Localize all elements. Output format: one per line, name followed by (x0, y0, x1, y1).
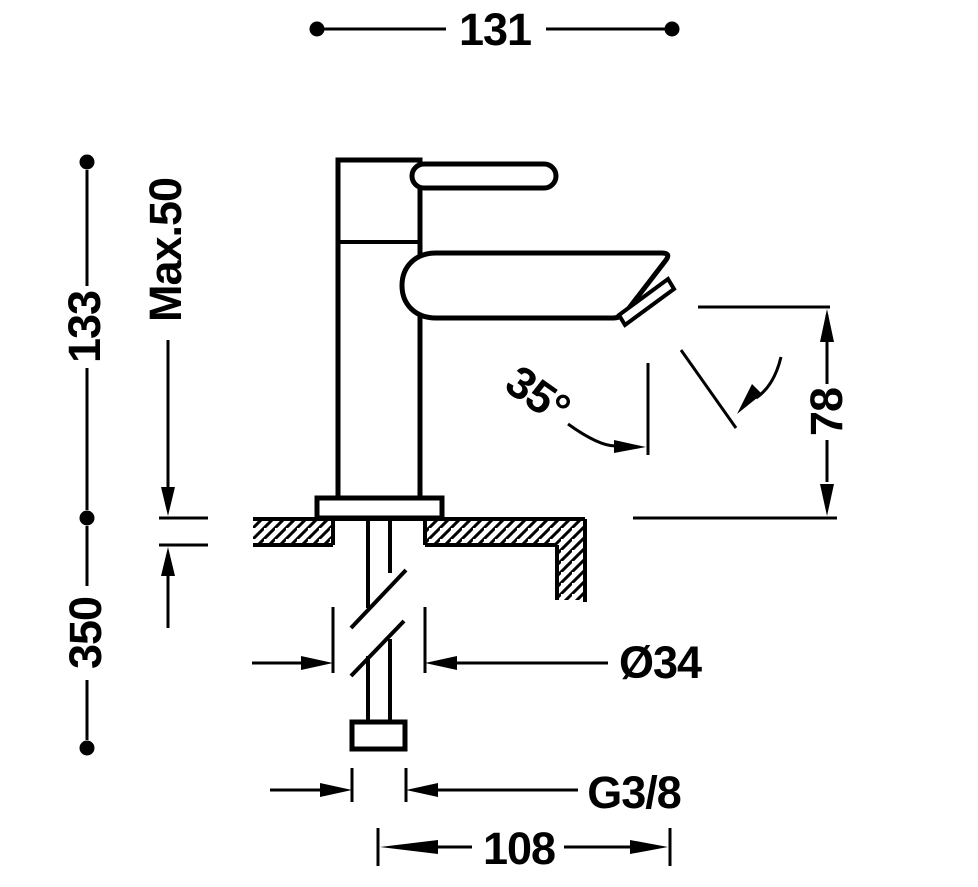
dim-label-108: 108 (483, 823, 555, 874)
spout (399, 250, 671, 321)
dim-total-width: 131 (309, 4, 680, 55)
arrowhead-down (820, 484, 834, 516)
angle-arc (567, 422, 618, 448)
countertop-section (253, 517, 587, 602)
dim-dot (79, 510, 95, 526)
arrowhead-right (301, 656, 333, 670)
handle-lever (409, 161, 559, 191)
counter-hatch-right (425, 519, 585, 600)
dim-label-133: 133 (59, 291, 110, 363)
dim-label-35deg: 35° (497, 355, 580, 434)
counter-hatch-left (253, 519, 333, 545)
pipe-lines (366, 519, 392, 722)
dim-dot (664, 21, 680, 37)
arrowhead-up (820, 309, 834, 342)
dim-outlet-height: 78 (633, 305, 852, 520)
dim-max-deck: Max.50 (140, 178, 208, 628)
connector-nut (349, 719, 408, 752)
aerator-outlet (616, 276, 677, 328)
arrowhead-right (630, 840, 668, 854)
dim-hole-diameter: Ø34 (252, 607, 703, 688)
dim-dot (79, 154, 95, 170)
arrowhead-left (425, 656, 457, 670)
angle-arrowhead (614, 440, 646, 453)
arrowhead-left (380, 840, 438, 854)
dim-label-78: 78 (801, 388, 852, 436)
dim-thread: G3/8 (270, 767, 682, 818)
deck-tick-lines (159, 516, 208, 547)
arrowhead-up (161, 547, 175, 576)
pipe-break-lines (349, 568, 408, 678)
reference-lines-78 (633, 305, 837, 520)
arrowhead-right (320, 783, 352, 797)
tick-lines-o34 (331, 607, 427, 673)
faucet (314, 157, 677, 521)
base-plate (314, 495, 445, 521)
tick-lines-g38 (350, 768, 408, 802)
dim-height-133: 133 (59, 154, 110, 526)
stream-direction-line (679, 349, 738, 429)
dim-hose-350: 350 (60, 526, 111, 756)
arrowhead-left (406, 783, 438, 797)
dim-spout-reach: 108 (376, 823, 672, 874)
dim-label-g38: G3/8 (587, 767, 681, 818)
stream-arrowhead (737, 384, 762, 414)
dim-label-max50: Max.50 (140, 178, 191, 322)
dim-label-350: 350 (60, 597, 111, 669)
supply-pipe (349, 519, 408, 752)
dim-dot (79, 740, 95, 756)
faucet-body (335, 157, 423, 501)
dim-dot (309, 21, 325, 37)
annotation-spray-angle: 35° (497, 349, 783, 455)
dim-label-131: 131 (459, 4, 531, 55)
counter-edge-step (555, 519, 587, 602)
arrowhead-down (161, 487, 175, 516)
tick-lines-108 (376, 828, 672, 866)
dim-label-o34: Ø34 (619, 637, 702, 688)
counter-hole-edges (331, 519, 427, 545)
